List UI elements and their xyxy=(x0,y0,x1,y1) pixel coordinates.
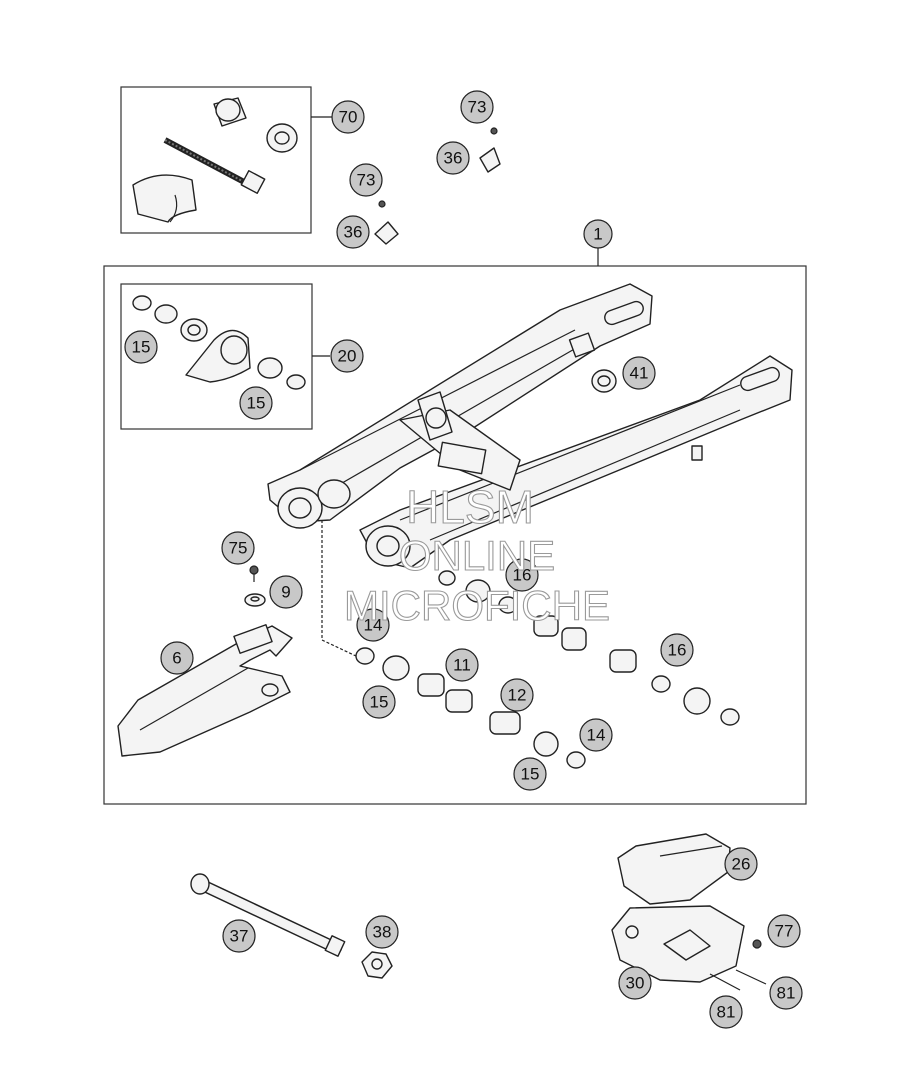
svg-text:41: 41 xyxy=(630,364,649,383)
bushing-end xyxy=(215,98,241,122)
clip-36-lower xyxy=(374,221,399,245)
clip-group-upper xyxy=(479,127,501,173)
clip-group-lower xyxy=(374,200,399,245)
callout-16-a: 16 xyxy=(505,558,539,592)
clip-36-upper xyxy=(479,147,501,173)
callout-12: 12 xyxy=(500,678,534,712)
chain-guide-26-part xyxy=(617,833,731,905)
svg-text:36: 36 xyxy=(444,149,463,168)
svg-text:30: 30 xyxy=(626,974,645,993)
kit-70-frame xyxy=(120,86,312,234)
callout-16-b: 16 xyxy=(660,633,694,667)
nut-38-part xyxy=(361,951,393,979)
watermark-line-2: ONLINE xyxy=(399,532,555,579)
swingarm-body xyxy=(267,283,793,569)
svg-text:11: 11 xyxy=(453,656,471,675)
bolt-81-part xyxy=(709,973,741,991)
callout-14-a: 14 xyxy=(356,608,390,642)
svg-text:12: 12 xyxy=(508,686,527,705)
svg-text:77: 77 xyxy=(775,922,794,941)
callout-15-b: 15 xyxy=(239,386,273,420)
callout-73-lower: 73 xyxy=(349,163,383,197)
svg-text:73: 73 xyxy=(357,171,376,190)
callout-36-lower: 36 xyxy=(336,215,370,249)
svg-text:81: 81 xyxy=(777,984,796,1003)
svg-text:15: 15 xyxy=(370,693,389,712)
svg-text:20: 20 xyxy=(338,347,357,366)
callout-20: 20 xyxy=(330,339,364,373)
svg-text:37: 37 xyxy=(230,927,249,946)
svg-text:15: 15 xyxy=(247,394,266,413)
kit-20-group xyxy=(120,283,330,430)
svg-text:6: 6 xyxy=(172,649,181,668)
callout-1: 1 xyxy=(583,219,613,249)
svg-text:16: 16 xyxy=(513,566,532,585)
svg-text:15: 15 xyxy=(521,765,540,784)
svg-text:1: 1 xyxy=(593,225,602,244)
callout-15-d: 15 xyxy=(513,757,547,791)
watermark-line-3: MICROFICHE xyxy=(344,582,610,629)
callout-70: 70 xyxy=(331,100,365,134)
svg-text:70: 70 xyxy=(339,108,358,127)
svg-text:81: 81 xyxy=(717,1003,736,1022)
callout-6: 6 xyxy=(160,641,194,675)
callout-81-bottom: 81 xyxy=(709,995,743,1029)
svg-text:73: 73 xyxy=(468,98,487,117)
axle-37-part xyxy=(190,873,346,957)
callout-75: 75 xyxy=(221,531,255,565)
svg-text:26: 26 xyxy=(732,855,751,874)
callout-30: 30 xyxy=(618,966,652,1000)
bearing-stack-upper xyxy=(438,570,740,726)
screw-washer-group xyxy=(244,565,266,607)
watermark-line-1: HLSM xyxy=(406,481,534,533)
svg-text:9: 9 xyxy=(281,583,290,602)
svg-text:14: 14 xyxy=(364,616,383,635)
svg-text:75: 75 xyxy=(229,539,248,558)
kit-70-group xyxy=(120,86,332,234)
callout-36-upper: 36 xyxy=(436,141,470,175)
screw-77-part xyxy=(752,939,762,949)
watermark: HLSM ONLINE MICROFICHE xyxy=(343,480,610,629)
half-shell-part xyxy=(132,174,197,223)
svg-text:14: 14 xyxy=(587,726,606,745)
callout-15-c: 15 xyxy=(362,685,396,719)
callout-38: 38 xyxy=(365,915,399,949)
bearing-stack-lower xyxy=(355,647,586,769)
svg-text:38: 38 xyxy=(373,923,392,942)
callout-73-upper: 73 xyxy=(460,90,494,124)
callout-81-right: 81 xyxy=(769,976,803,1010)
callout-14-b: 14 xyxy=(579,718,613,752)
callout-41: 41 xyxy=(622,356,656,390)
swingarm-assembly-frame xyxy=(103,265,807,805)
svg-text:15: 15 xyxy=(132,338,151,357)
svg-text:16: 16 xyxy=(668,641,687,660)
callout-15-a: 15 xyxy=(124,330,158,364)
callout-11: 11 xyxy=(445,648,479,682)
callout-26: 26 xyxy=(724,847,758,881)
callout-37: 37 xyxy=(222,919,256,953)
callout-77: 77 xyxy=(767,914,801,948)
svg-text:36: 36 xyxy=(344,223,363,242)
callout-9: 9 xyxy=(269,575,303,609)
